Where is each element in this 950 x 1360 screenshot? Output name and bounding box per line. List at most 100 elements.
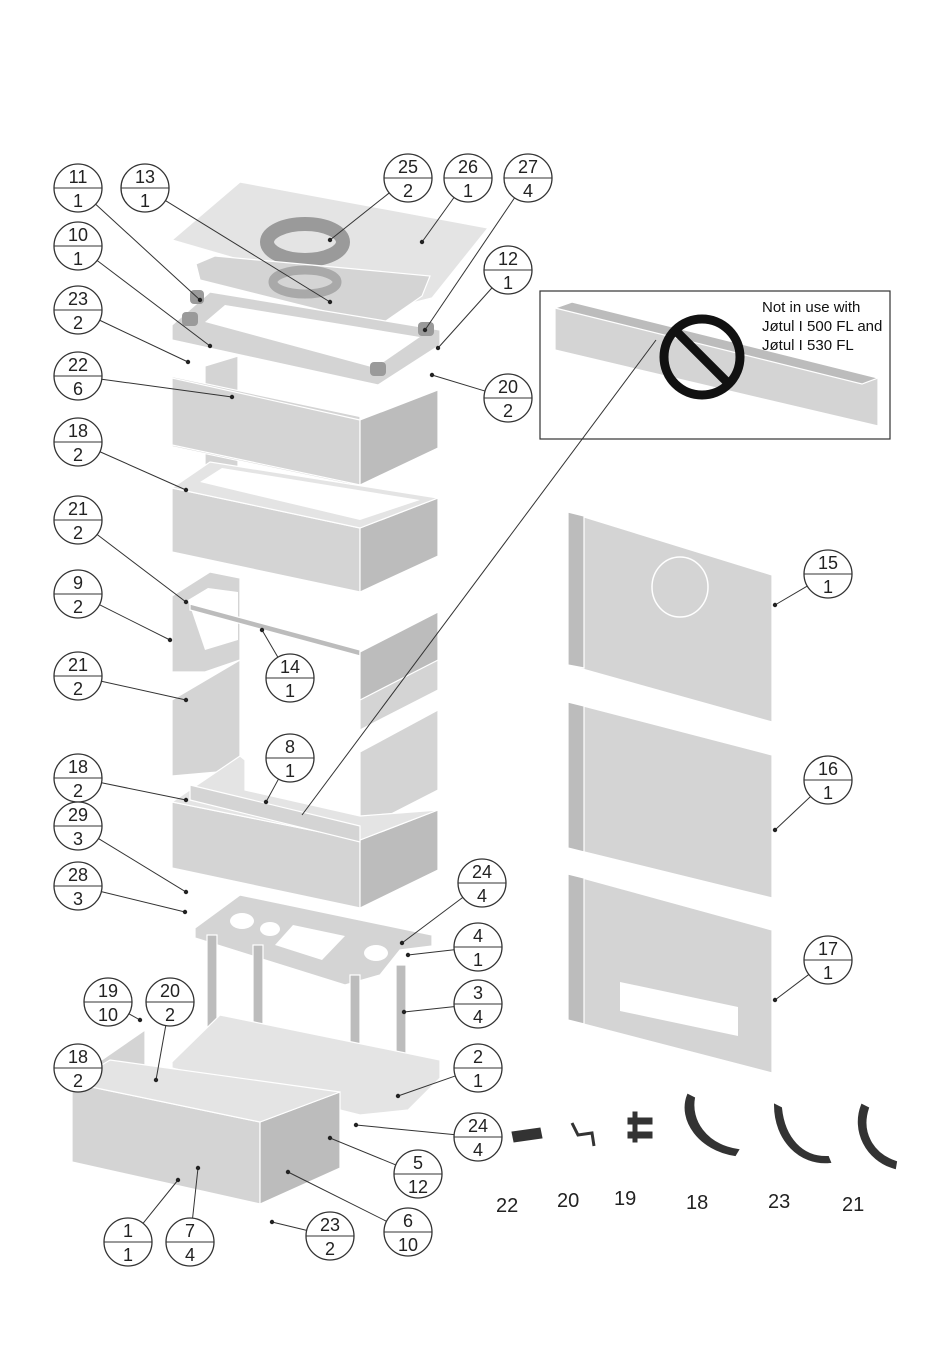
- leader-dot: [264, 800, 268, 804]
- callout-16-1: 161: [804, 756, 852, 804]
- callout-21-2: 212: [54, 496, 102, 544]
- leader-dot: [420, 240, 424, 244]
- callout-quantity: 2: [73, 313, 83, 333]
- clip-21: [859, 1105, 896, 1168]
- callout-6-10: 610: [384, 1208, 432, 1256]
- leader-dot: [154, 1078, 158, 1082]
- callout-quantity: 2: [73, 523, 83, 543]
- leader-dot: [423, 328, 427, 332]
- callout-9-2: 92: [54, 570, 102, 618]
- part-side-panel-17: [568, 874, 772, 1073]
- part-side-piece-left-lower: [172, 660, 240, 776]
- leader-dot: [208, 344, 212, 348]
- callout-quantity: 12: [408, 1177, 428, 1197]
- clip-22: [512, 1128, 542, 1142]
- clip-20: [572, 1123, 594, 1146]
- leader-line: [96, 204, 200, 300]
- leader-dot: [328, 238, 332, 242]
- callout-quantity: 1: [140, 191, 150, 211]
- note-line-2: Jøtul I 500 FL and: [762, 318, 882, 335]
- callout-quantity: 2: [325, 1239, 335, 1259]
- leader-dot: [328, 1136, 332, 1140]
- leader-line: [100, 452, 186, 490]
- callout-quantity: 1: [823, 577, 833, 597]
- part-tier-1-side: [360, 390, 438, 485]
- callout-10-1: 101: [54, 222, 102, 270]
- callout-quantity: 4: [473, 1140, 483, 1160]
- leader-dot: [406, 953, 410, 957]
- callout-quantity: 1: [823, 963, 833, 983]
- callout-5-12: 512: [394, 1150, 442, 1198]
- callout-part-number: 23: [320, 1215, 340, 1235]
- clip-19-b: [628, 1132, 652, 1138]
- callout-part-number: 13: [135, 167, 155, 187]
- leader-dot: [176, 1178, 180, 1182]
- callout-quantity: 1: [503, 273, 513, 293]
- clip-label-20: 20: [557, 1190, 579, 1212]
- leader-line: [262, 630, 278, 657]
- callout-part-number: 15: [818, 553, 838, 573]
- callout-part-number: 23: [68, 289, 88, 309]
- leader-line: [99, 605, 170, 640]
- callout-part-number: 12: [498, 249, 518, 269]
- callout-quantity: 1: [473, 950, 483, 970]
- clip-label-18: 18: [686, 1192, 708, 1214]
- callout-22-6: 226: [54, 352, 102, 400]
- callout-part-number: 9: [73, 573, 83, 593]
- leader-line: [438, 288, 492, 348]
- callout-23-2: 232: [54, 286, 102, 334]
- callout-part-number: 6: [403, 1211, 413, 1231]
- callout-quantity: 1: [73, 191, 83, 211]
- callout-28-3: 283: [54, 862, 102, 910]
- leader-line: [101, 681, 186, 700]
- clip-23: [775, 1105, 830, 1162]
- leader-dot: [184, 890, 188, 894]
- callout-8-1: 81: [266, 734, 314, 782]
- callout-13-1: 131: [121, 164, 169, 212]
- part-side-panel-15-edge: [568, 512, 584, 668]
- leader-dot: [184, 488, 188, 492]
- callout-part-number: 18: [68, 1047, 88, 1067]
- part-side-panel-16-edge: [568, 702, 584, 852]
- part-side-panel-16: [568, 702, 772, 898]
- callout-quantity: 2: [165, 1005, 175, 1025]
- leader-dot: [354, 1123, 358, 1127]
- callout-26-1: 261: [444, 154, 492, 202]
- callout-part-number: 16: [818, 759, 838, 779]
- clip-label-23: 23: [768, 1191, 790, 1213]
- callout-4-1: 41: [454, 923, 502, 971]
- callout-21-2: 212: [54, 652, 102, 700]
- leader-line: [432, 375, 485, 391]
- part-foot: [370, 362, 386, 376]
- clip-label-21: 21: [842, 1194, 864, 1216]
- callout-17-1: 171: [804, 936, 852, 984]
- callout-quantity: 10: [98, 1005, 118, 1025]
- callout-quantity: 4: [473, 1007, 483, 1027]
- part-side-panel-15: [568, 512, 772, 722]
- callout-29-3: 293: [54, 802, 102, 850]
- callout-part-number: 19: [98, 981, 118, 1001]
- callout-part-number: 14: [280, 657, 300, 677]
- callout-part-number: 21: [68, 499, 88, 519]
- callout-quantity: 1: [285, 761, 295, 781]
- callout-20-2: 202: [484, 374, 532, 422]
- callout-quantity: 2: [73, 781, 83, 801]
- leader-dot: [186, 360, 190, 364]
- leader-dot: [773, 603, 777, 607]
- callout-24-4: 244: [454, 1113, 502, 1161]
- callout-part-number: 20: [160, 981, 180, 1001]
- clip-parts: [512, 1095, 896, 1168]
- callout-quantity: 2: [73, 597, 83, 617]
- clip-18: [686, 1095, 738, 1155]
- part-side-panel-17-edge: [568, 874, 584, 1024]
- callout-23-2: 232: [306, 1212, 354, 1260]
- callout-quantity: 4: [523, 181, 533, 201]
- note-line-3: Jøtul I 530 FL: [762, 337, 854, 354]
- leader-dot: [183, 910, 187, 914]
- leader-dot: [230, 395, 234, 399]
- callout-part-number: 25: [398, 157, 418, 177]
- note-line-1: Not in use with: [762, 299, 860, 316]
- leader-dot: [773, 828, 777, 832]
- callout-quantity: 1: [823, 783, 833, 803]
